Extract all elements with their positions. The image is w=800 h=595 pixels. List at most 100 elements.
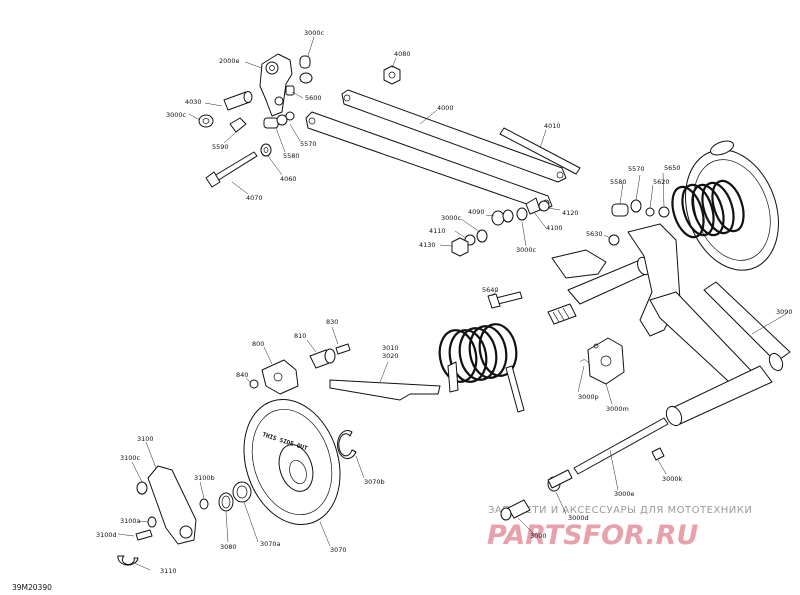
part-5590 [229, 117, 247, 133]
callout-3070b: 3070b [364, 478, 385, 486]
diagram-code: 39M20390 [12, 583, 52, 592]
callout-3000c-right: 3000c [516, 246, 537, 254]
swing-arm-rail [703, 281, 791, 363]
callout-3000-bottom: 3000 [530, 532, 547, 540]
callout-5590: 5590 [212, 143, 229, 151]
watermark-tagline: ЗАПЧАСТИ И АКСЕССУАРЫ ДЛЯ МОТОТЕХНИКИ [488, 505, 752, 516]
part-4070 [213, 151, 258, 182]
part-3100 [147, 465, 197, 545]
callout-3020: 3020 [382, 352, 399, 360]
part-3080 [218, 492, 234, 512]
callout-3010: 3010 [382, 344, 399, 352]
part-3000k [651, 447, 665, 461]
callout-5580-right: 5580 [610, 178, 627, 186]
splined-shaft [547, 303, 577, 325]
callout-3080: 3080 [220, 543, 237, 551]
part-4060 [260, 143, 272, 157]
callout-4080: 4080 [394, 50, 411, 58]
callout-4060: 4060 [280, 175, 297, 183]
part-3000c-top [299, 55, 311, 69]
part-5650 [658, 206, 670, 218]
part-840 [249, 379, 259, 389]
tension-block-group [249, 343, 351, 395]
part-4100 [525, 197, 541, 215]
axle-block [579, 337, 625, 385]
part-3100d [135, 529, 153, 541]
watermark: ЗАПЧАСТИ И АКСЕССУАРЫ ДЛЯ МОТОТЕХНИКИ PA… [487, 505, 752, 551]
part-5600 [285, 85, 295, 96]
callout-5650: 5650 [664, 164, 681, 172]
lower-axle-group [500, 417, 669, 521]
part-3000m [587, 337, 625, 385]
callout-4090: 4090 [468, 208, 485, 216]
callout-810: 810 [294, 332, 306, 340]
callout-5600: 5600 [305, 94, 322, 102]
callout-3100b: 3100b [194, 474, 215, 482]
callout-3000d: 3000d [568, 514, 589, 522]
part-4080 [383, 65, 401, 85]
part-3000e [573, 417, 669, 475]
callout-3000p: 3000p [578, 393, 599, 401]
callout-5580-top: 5580 [283, 152, 300, 160]
callout-5640: 5640 [482, 286, 499, 294]
part-5630 [608, 234, 620, 246]
link-bars [305, 89, 581, 211]
part-3110 [117, 555, 139, 566]
part-5580-top [263, 117, 279, 129]
callout-5630: 5630 [586, 230, 603, 238]
callout-3100c: 3100c [120, 454, 141, 462]
callout-800: 800 [252, 340, 264, 348]
part-3070a [232, 481, 252, 503]
callout-3090: 3090 [776, 308, 793, 316]
callout-4030: 4030 [185, 98, 202, 106]
part-3000c-left [198, 114, 214, 128]
watermark-logo: PARTSFOR.RU [487, 520, 698, 551]
callout-3100a: 3100a [120, 517, 141, 525]
part-4120 [538, 200, 550, 212]
part-4090 [491, 210, 505, 226]
callout-3000c-top: 3000c [304, 29, 325, 37]
part-3100b [199, 498, 209, 510]
callout-830: 830 [326, 318, 338, 326]
callout-3000c-mid: 3000c [441, 214, 462, 222]
callout-840: 840 [236, 371, 248, 379]
part-5570-right [630, 199, 642, 213]
callout-3070: 3070 [330, 546, 347, 554]
part-3000c-mid [476, 229, 488, 243]
callout-2000e: 2000e [219, 57, 240, 65]
part-3000p [579, 359, 591, 367]
part-5570-top [276, 114, 288, 126]
arm-upper-bracket [551, 249, 607, 279]
callout-4110: 4110 [429, 227, 446, 235]
callout-3000k: 3000k [662, 475, 683, 483]
callout-3100: 3100 [137, 435, 154, 443]
callout-labels: 2000e 3000c 4080 5600 4030 3000c 5590 55… [96, 29, 793, 575]
spring-right [671, 179, 745, 239]
idler-wheel-left: THIS SIDE OUT [218, 398, 357, 526]
rear-arm-upper-assembly [198, 53, 401, 188]
part-4000-lower [305, 111, 553, 211]
callout-3000m: 3000m [606, 405, 629, 413]
front-arm-spring-assembly [487, 140, 791, 427]
torsion-spring-left [329, 323, 525, 413]
part-3010 [329, 379, 441, 401]
part-800 [261, 359, 299, 395]
leader-lines [117, 36, 787, 571]
part-2000e-bore [265, 61, 279, 75]
part-830 [335, 343, 351, 355]
callout-5570-right: 5570 [628, 165, 645, 173]
lever-group [117, 465, 209, 566]
callout-3110: 3110 [160, 567, 177, 575]
callout-3000c-left: 3000c [166, 111, 187, 119]
callout-4120: 4120 [562, 209, 579, 217]
callout-4130: 4130 [419, 241, 436, 249]
callout-4070: 4070 [246, 194, 263, 202]
callout-4000: 4000 [437, 104, 454, 112]
part-3070b [337, 430, 357, 459]
part-3100a [147, 516, 157, 528]
callout-3070a: 3070a [260, 540, 281, 548]
part-3000-bottom [507, 499, 531, 519]
callout-5570-top: 5570 [300, 140, 317, 148]
lower-cross-tube [667, 365, 773, 425]
